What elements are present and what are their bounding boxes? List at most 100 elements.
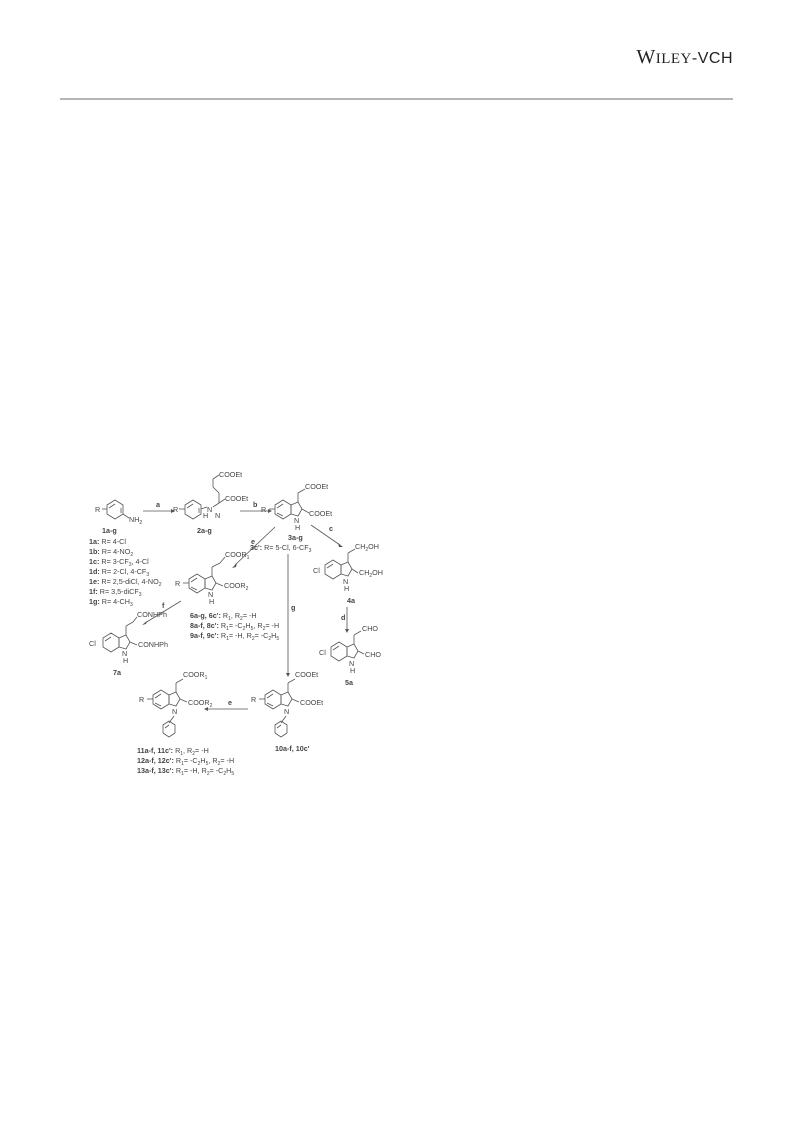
ch2oh-label: CH2OH: [359, 568, 383, 579]
compound-10: R COOEt COOEt N 10a-f, 10c': [251, 670, 323, 753]
arrowhead: [286, 673, 290, 677]
bond: [212, 474, 220, 480]
h-label: H: [203, 511, 208, 520]
reaction-scheme: R NH2 1a-g 1a: R= 4-Cl 1b: R= 4-NO2 1c: …: [85, 463, 425, 783]
cho-label: CHO: [365, 650, 381, 659]
benzyl-ring-10: [274, 720, 288, 738]
bond: [215, 582, 224, 587]
r-label: R: [95, 505, 100, 514]
benzene-ring-11: [152, 689, 170, 710]
sub-1f: 1f: R= 3,5-diCF3: [89, 587, 142, 598]
step-label-b: b: [253, 500, 258, 509]
compound-label-2a-g: 2a-g: [197, 526, 212, 535]
cooet-label: COOEt: [219, 470, 242, 479]
compound-6-rows: 6a-g, 6c': R1, R2= -H 8a-f, 8c': R1= -C2…: [190, 611, 279, 642]
double-bond: [276, 724, 282, 729]
sub-1b: 1b: R= 4-NO2: [89, 547, 133, 558]
step-label-d: d: [341, 613, 345, 622]
bond: [212, 502, 220, 508]
arrowhead: [204, 707, 208, 711]
double-bond: [276, 503, 284, 509]
compound-label-7a: 7a: [113, 668, 122, 677]
compound-4: Cl CH2OH CH2OH N H 4a: [313, 542, 383, 605]
publisher-logo: WILEY-VCH: [636, 46, 733, 69]
benzene-ring-2: [184, 499, 202, 520]
sub-1g: 1g: R= 4-CH3: [89, 597, 133, 608]
step-label-a: a: [156, 500, 161, 509]
pyrrole-ring-7: [118, 634, 131, 650]
bond: [297, 488, 306, 494]
double-bond: [104, 636, 112, 642]
publisher-w: W: [636, 46, 656, 68]
r-label: R: [139, 695, 144, 704]
arrow-e-top: [234, 526, 276, 566]
nh2-label: NH2: [129, 515, 142, 526]
n-label: N: [207, 505, 212, 514]
bond: [125, 621, 134, 627]
compound-11-rows: 11a-f, 11c': R1, R2= -H 12a-f, 12c': R1=…: [137, 746, 234, 777]
cooet-label: COOEt: [225, 494, 248, 503]
double-bond: [164, 724, 170, 729]
arrowhead: [338, 543, 343, 547]
n-label: N: [349, 659, 354, 668]
step-label-e-top: e: [251, 537, 255, 546]
row-12: 12a-f, 12c': R1= -C2H5, R2= -H: [137, 756, 234, 767]
h-label: H: [350, 666, 355, 675]
arrowhead: [142, 621, 147, 625]
cooet-label: COOEt: [309, 509, 332, 518]
h-label: H: [209, 597, 214, 606]
r-label: R: [261, 505, 266, 514]
compound-label-4a: 4a: [347, 596, 356, 605]
bond: [129, 641, 138, 646]
r-label: R: [173, 505, 178, 514]
n-label: N: [215, 511, 220, 520]
compound-5: Cl CHO CHO N H 5a: [319, 624, 381, 687]
ch2oh-label: CH2OH: [355, 542, 379, 553]
substituent-list-1: 1a: R= 4-Cl 1b: R= 4-NO2 1c: R= 3-CF3, 4…: [89, 537, 162, 608]
cl-label: Cl: [89, 639, 96, 648]
arrowhead: [268, 509, 272, 513]
step-label-c: c: [329, 524, 333, 533]
cl-label: Cl: [313, 566, 320, 575]
bond: [212, 486, 220, 494]
coor2-label: COOR2: [188, 698, 213, 709]
row-13: 13a-f, 13c': R1= -H, R2= -C2H5: [137, 766, 234, 777]
benzene-ring-10: [264, 689, 282, 710]
coor2-label: COOR2: [224, 581, 249, 592]
pyrrole-ring-6: [204, 575, 217, 591]
double-bond: [266, 702, 274, 707]
step-label-f: f: [162, 601, 165, 610]
double-bond: [332, 645, 340, 651]
compound-label-3a-g: 3a-g: [288, 533, 303, 542]
row-11: 11a-f, 11c': R1, R2= -H: [137, 746, 209, 757]
double-bond: [154, 693, 162, 699]
bond: [200, 506, 208, 510]
bond: [219, 556, 226, 564]
benzene-ring-5: [330, 641, 348, 662]
bond: [179, 698, 188, 703]
arrow-c: [310, 524, 341, 546]
h-label: H: [295, 523, 300, 532]
bond: [301, 508, 310, 514]
compound-2: R H N N COOEt COOEt 2a-g: [173, 470, 248, 535]
double-bond: [326, 563, 334, 569]
pyrrole-ring-10: [280, 691, 293, 707]
sub-1d: 1d: R= 2-Cl, 4-CF3: [89, 567, 149, 578]
benzene-ring-6: [188, 573, 206, 594]
double-bond: [154, 702, 162, 707]
bond: [357, 650, 365, 655]
bond: [122, 513, 130, 519]
sub-1a: 1a: R= 4-Cl: [89, 537, 126, 546]
bond: [132, 616, 138, 623]
compound-6: R COOR1 COOR2 N H 6a-g, 6c': R1, R2= -H …: [175, 550, 279, 642]
compound-label-10: 10a-f, 10c': [275, 744, 310, 753]
bond: [211, 562, 221, 568]
publisher-vch: VCH: [697, 50, 733, 67]
compound-label-1a-g: 1a-g: [102, 526, 117, 535]
compound-1: R NH2 1a-g: [95, 499, 142, 535]
row-9: 9a-f, 9c': R1= -H, R2= -C2H5: [190, 631, 279, 642]
bond: [287, 678, 296, 684]
publisher-iley: ILEY: [655, 51, 692, 67]
double-bond: [190, 586, 198, 591]
row-8: 8a-f, 8c': R1= -C2H5, R2= -H: [190, 621, 279, 632]
